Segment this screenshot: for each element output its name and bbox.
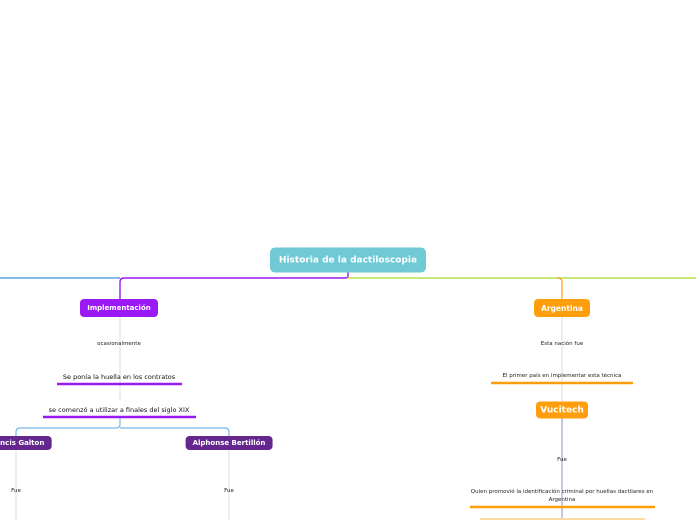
- link-vucitech-fue: Fue: [557, 457, 567, 463]
- item-primer-pais[interactable]: El primer país en implementar esta técni…: [502, 373, 622, 379]
- item-siglo-xix[interactable]: se comenzó a utilizar a finales del sigl…: [48, 406, 190, 414]
- link-nacion-fue: Esta nación fue: [540, 341, 584, 347]
- line-root-purple: [119, 272, 349, 299]
- line-split-right: [120, 427, 230, 436]
- node-francis-galton[interactable]: Francis Galton: [0, 436, 52, 450]
- line-root-orange: [557, 277, 563, 299]
- item-huella-contratos[interactable]: Se ponía la huella en los contratos: [62, 373, 176, 381]
- root-label: Historia de la dactiloscopia: [278, 255, 418, 265]
- line-split: [15, 418, 121, 436]
- root-node[interactable]: Historia de la dactiloscopia: [270, 247, 426, 273]
- node-alphonse-bertillon[interactable]: Alphonse Bertillón: [185, 436, 273, 450]
- link-bertillon-fue: Fue: [224, 488, 234, 494]
- node-implementacion-label: Implementación: [87, 304, 151, 312]
- link-ocasionalmente: ocasionalmente: [97, 341, 141, 347]
- node-implementacion[interactable]: Implementación: [80, 299, 158, 317]
- node-francis-galton-label: Francis Galton: [0, 439, 45, 447]
- item-identificacion-criminal[interactable]: Quien promovió la identificación crimina…: [470, 489, 654, 503]
- link-galton-fue: Fue: [11, 488, 21, 494]
- node-argentina-label: Argentina: [541, 303, 583, 313]
- node-vucitech-label: Vucitech: [540, 405, 584, 415]
- node-vucitech[interactable]: Vucitech: [536, 401, 588, 419]
- node-alphonse-bertillon-label: Alphonse Bertillón: [192, 439, 266, 447]
- node-argentina[interactable]: Argentina: [534, 299, 590, 317]
